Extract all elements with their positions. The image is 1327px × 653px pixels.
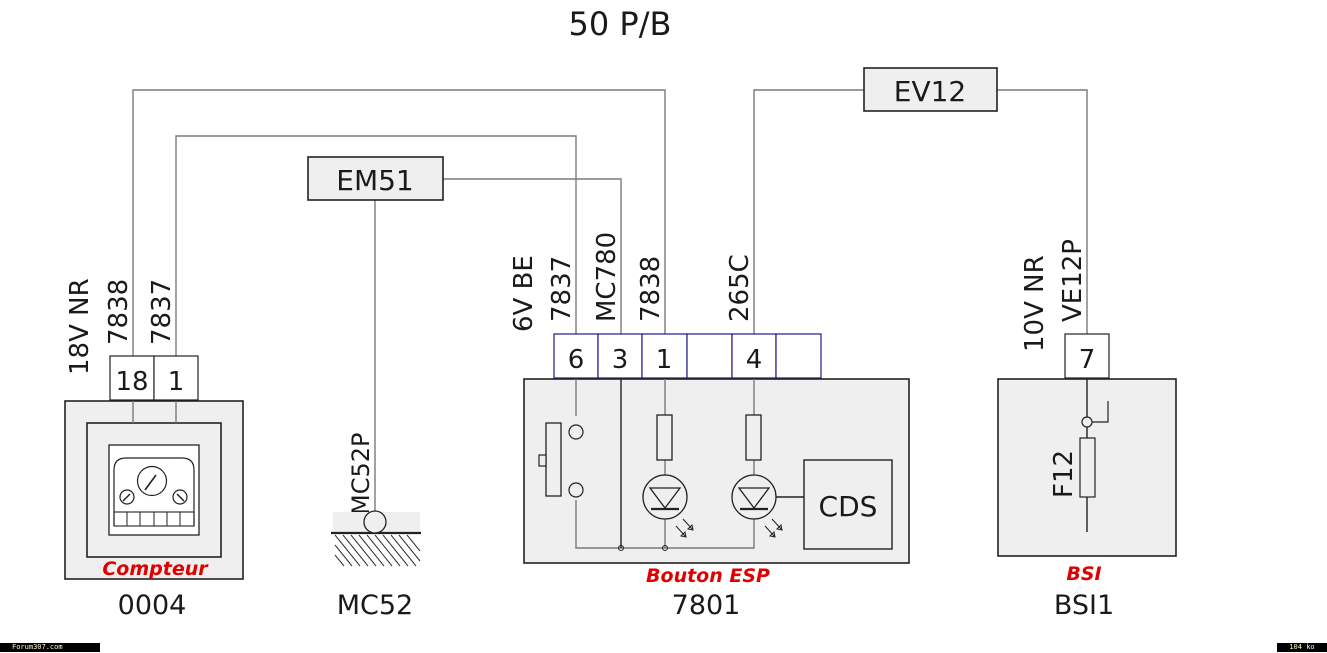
esp-wire-4-label: 265C (725, 254, 755, 322)
bsi-pin: 7 (1079, 345, 1096, 375)
esp-pin: 4 (746, 345, 763, 375)
relay-ev12-label: EV12 (894, 75, 966, 108)
bouton-esp-component[interactable]: 6V BE 7837 MC780 7838 265C 6 3 1 4 (509, 232, 910, 621)
ground-code: MC52 (337, 590, 414, 621)
cds-label: CDS (819, 490, 878, 523)
push-switch-icon (538, 422, 584, 498)
bsi-name: BSI (1066, 563, 1101, 585)
compteur-name: Compteur (102, 558, 209, 580)
esp-wire-3-label: MC780 (592, 232, 622, 322)
wire-265c (753, 89, 864, 334)
dashboard-gauge-icon (108, 444, 200, 536)
ground-mc52[interactable]: MC52P MC52 (331, 433, 421, 621)
diagram-title: 50 P/B (569, 5, 672, 43)
wire-ve12p (997, 89, 1088, 334)
fuse-label: F12 (1049, 450, 1079, 498)
cds-module[interactable]: CDS (803, 459, 893, 550)
compteur-connector-label: 18V NR (65, 278, 95, 375)
compteur-pin: 18 (115, 367, 148, 397)
led-2-icon (731, 414, 783, 538)
esp-connector-label: 6V BE (509, 255, 539, 332)
fuse-icon (1079, 401, 1109, 498)
footer-site-label: Forum307.com (0, 643, 100, 652)
relay-em51-label: EM51 (336, 164, 413, 197)
esp-wire-6-label: 7837 (547, 256, 577, 322)
led-1-icon (642, 414, 694, 538)
esp-pin: 1 (656, 345, 673, 375)
bsi-connector-label: 10V NR (1020, 255, 1050, 352)
bsi-wire-7-label: VE12P (1058, 239, 1088, 322)
compteur-connector[interactable]: 18 1 (109, 355, 199, 401)
footer-size-label: 104 ko (1277, 643, 1327, 652)
esp-pin: 3 (612, 345, 629, 375)
compteur-wire-18-label: 7838 (104, 279, 134, 345)
wire-7838 (132, 89, 666, 356)
esp-pin: 6 (568, 345, 585, 375)
compteur-code: 0004 (118, 590, 187, 621)
compteur-wire-1-label: 7837 (147, 279, 177, 345)
wire-7837 (175, 135, 577, 356)
ground-hatch-icon (334, 534, 421, 567)
bouton-esp-code: 7801 (672, 590, 741, 621)
relay-ev12[interactable]: EV12 (863, 67, 998, 112)
bouton-esp-name: Bouton ESP (646, 565, 770, 587)
compteur-component[interactable]: 18V NR 7838 7837 18 1 (64, 278, 244, 621)
bsi-connector[interactable]: 7 (1064, 333, 1110, 379)
esp-wire-1-label: 7838 (636, 256, 666, 322)
ground-wire-label: MC52P (347, 433, 375, 515)
bsi-component[interactable]: 10V NR VE12P 7 F12 BSI BSI1 (997, 239, 1177, 621)
wire-mc780 (443, 178, 622, 334)
esp-connector[interactable]: 6 3 1 4 (553, 333, 822, 379)
bsi-code: BSI1 (1054, 590, 1114, 621)
compteur-pin: 1 (168, 367, 185, 397)
relay-em51[interactable]: EM51 (307, 156, 444, 201)
ground-terminal-icon (363, 510, 387, 534)
